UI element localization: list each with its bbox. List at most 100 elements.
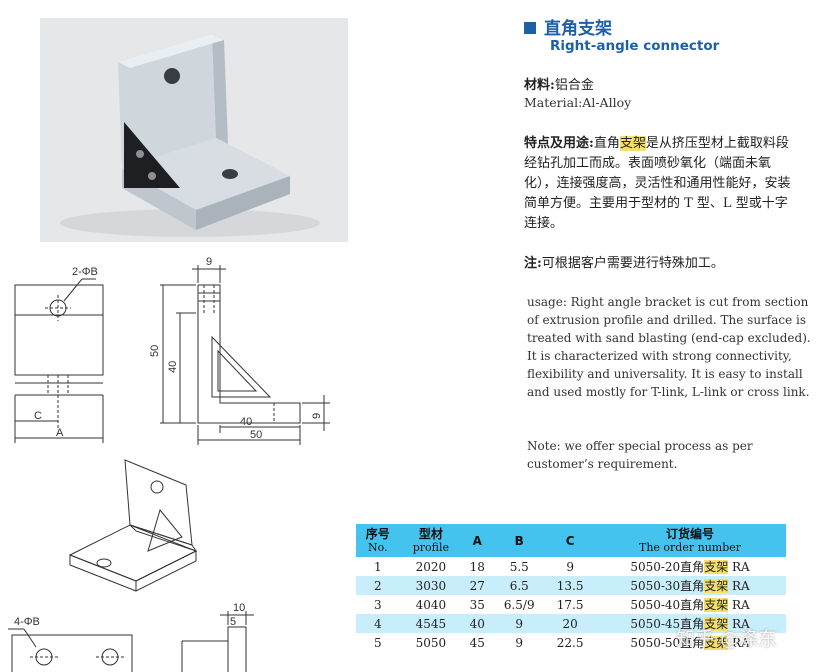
features-text-after: 是从挤压型材上截取料段经钻孔加工而成。表面喷砂氧化（端面未氧化），连接强度高，灵… [524,136,791,231]
cell-b: 9 [515,635,524,650]
cell-c: 20 [562,616,578,631]
material-label: 材料: [524,78,555,93]
col-header-a-text: A [472,534,482,548]
table-row: 5 5050 45 9 22.5 5050-50直角支架 RA [356,633,786,652]
side-view-gusset [211,335,272,398]
page-subtitle: Right-angle connector [550,38,720,54]
dim-label-c: C [34,410,42,422]
cell-no: 4 [373,616,382,631]
cell-order-suffix: RA [728,598,750,612]
cell-order-hl: 支架 [704,579,729,593]
col-header-b-text: B [514,534,524,548]
col-header-no-zh: 序号 [365,527,390,541]
features-label: 特点及用途: [524,136,594,151]
cell-order: 5050-45直角支架 RA [594,614,786,633]
cell-no: 3 [373,597,382,612]
cell-b: 9 [515,616,524,631]
col-header-profile-en: profile [412,541,450,554]
cell-c: 22.5 [556,635,584,650]
cell-profile: 3030 [415,578,447,593]
cell-order-suffix: RA [728,636,750,650]
cell-order-prefix: 5050-20直角 [630,560,705,574]
cell-order-prefix: 5050-30直角 [630,579,705,593]
cell-no: 5 [373,635,382,650]
dim-label-5: 5 [230,616,236,628]
dim-label-hole: 2-ΦB [72,266,98,278]
col-header-no-en: No. [368,541,388,554]
note-zh-text: 可根据客户需要进行特殊加工。 [541,256,724,271]
cell-order-suffix: RA [728,560,750,574]
cell-order-suffix: RA [728,579,750,593]
dim-label-50-h: 50 [250,429,262,441]
cell-order-hl: 支架 [704,560,729,574]
material-zh: 材料:铝合金 [524,76,594,96]
cell-no: 2 [373,578,382,593]
usage-en-paragraph: usage: Right angle bracket is cut from s… [527,295,811,399]
iso-view-back-plate [124,459,193,546]
side-view-outline [197,284,301,424]
cell-order-hl: 支架 [704,617,729,631]
cell-profile: 4040 [415,597,447,612]
cell-a: 35 [469,597,485,612]
cell-order: 5050-20直角支架 RA [594,557,786,576]
col-header-c: C [546,524,594,557]
table-row: 3 4040 35 6.5/9 17.5 5050-40直角支架 RA [356,595,786,614]
material-en: Material:Al-Alloy [524,95,632,110]
watermark: 知乎 @涤东 [676,628,778,650]
cell-order-prefix: 5050-40直角 [630,598,705,612]
cell-a: 40 [469,616,485,631]
cell-c: 13.5 [556,578,584,593]
cell-c: 9 [566,559,574,574]
features-highlight: 支架 [619,136,646,151]
cell-order: 5050-50直角支架 RA [594,633,786,652]
col-header-a: A [462,524,492,557]
dim-label-hole-bottom: 4-ΦB [14,616,40,628]
col-header-c-text: C [565,534,575,548]
cell-profile: 2020 [415,559,447,574]
dim-label-40-h: 40 [240,416,252,428]
cell-no: 1 [373,559,382,574]
title-zh-text: 直角支架 [544,19,612,39]
note-zh: 注:可根据客户需要进行特殊加工。 [524,254,724,274]
page-title: 直角支架 [524,14,612,39]
cell-b: 6.5/9 [503,597,535,612]
features-paragraph: 特点及用途:直角支架是从挤压型材上截取料段经钻孔加工而成。表面喷砂氧化（端面未氧… [524,134,796,234]
cell-b: 5.5 [509,559,529,574]
cell-order-hl: 支架 [704,598,729,612]
cell-profile: 5050 [415,635,447,650]
dim-label-9-top: 9 [206,256,212,268]
col-header-profile-zh: 型材 [418,527,443,541]
material-value: 铝合金 [554,78,594,93]
table-row: 1 2020 18 5.5 9 5050-20直角支架 RA [356,557,786,576]
note-en-paragraph: Note: we offer special process as per cu… [527,439,753,471]
note-zh-label: 注: [524,256,542,271]
dim-label-a: A [56,427,64,439]
cell-order-suffix: RA [728,617,750,631]
cell-a: 18 [469,559,485,574]
title-square-icon [524,22,536,34]
bottom-view-plate [11,634,133,672]
cell-a: 27 [469,578,485,593]
col-header-order-zh: 订货编号 [666,527,715,541]
dim-label-10: 10 [233,602,245,614]
dim-label-40-v: 40 [167,361,179,373]
product-photo [40,18,348,242]
cell-order: 5050-40直角支架 RA [594,595,786,614]
col-header-b: B [492,524,546,557]
cell-order: 5050-30直角支架 RA [594,576,786,595]
bracket-photo-graphic [40,18,348,242]
cell-order-hl: 支架 [704,636,729,650]
cell-a: 45 [469,635,485,650]
cell-c: 17.5 [556,597,584,612]
dim-label-9-side: 9 [311,413,323,419]
cell-order-prefix: 5050-45直角 [630,617,705,631]
col-header-order-en: The order number [639,541,742,554]
